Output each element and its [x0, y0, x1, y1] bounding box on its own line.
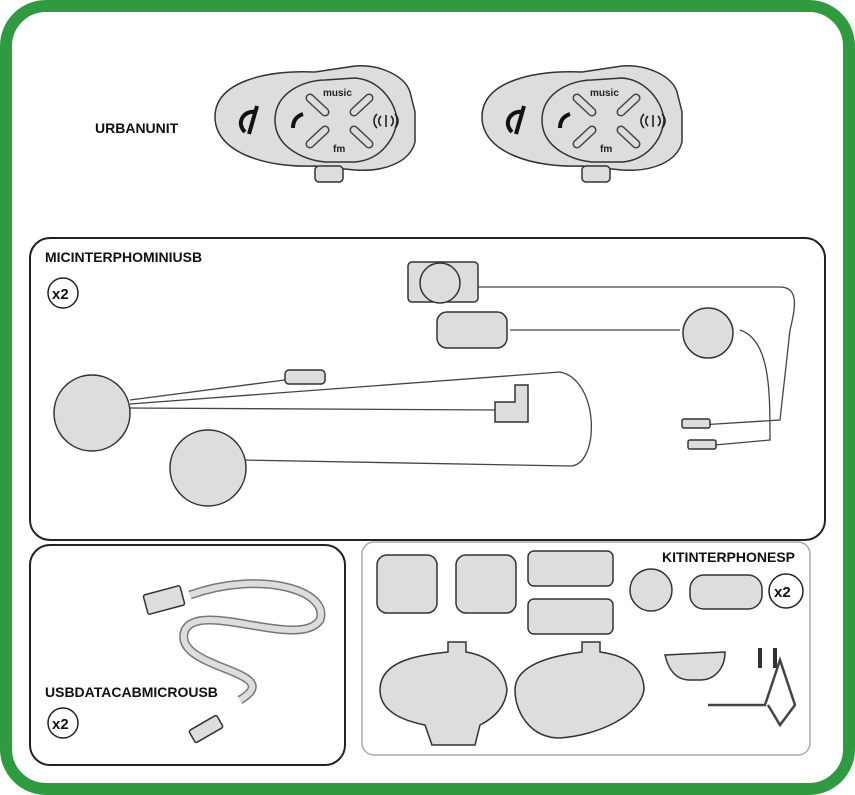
micinterphone-panel: MICINTERPHOMINIUSB x2 — [29, 237, 826, 541]
jack-plug-1 — [681, 418, 711, 429]
adhesive-strip — [527, 598, 614, 635]
clip — [664, 651, 726, 681]
fm-button-label: fm — [600, 144, 612, 155]
mounting-bracket-2 — [514, 641, 645, 739]
screws — [758, 648, 777, 668]
speaker-1 — [53, 374, 131, 452]
micro-usb-plug — [188, 714, 224, 744]
usbcable-label: USBDATACABMICROUSB — [45, 684, 218, 700]
urbanunit-device-1: music fm — [215, 66, 415, 182]
quantity-text: x2 — [774, 584, 791, 601]
connector-female — [284, 369, 326, 385]
quantity-badge — [47, 707, 79, 739]
urbanunit-device-2: music fm — [482, 66, 682, 182]
quantity-badge — [768, 573, 804, 609]
boom-mic — [436, 311, 508, 349]
jack-plug-2 — [687, 439, 717, 450]
kit-label: KITINTERPHONESP — [662, 549, 795, 565]
connector-angled — [494, 384, 529, 423]
usb-a-plug — [142, 585, 186, 615]
adhesive-strip — [527, 550, 614, 587]
allen-key — [708, 656, 797, 728]
quantity-text: x2 — [52, 716, 69, 733]
quantity-text: x2 — [52, 286, 69, 303]
adhesive-pad — [376, 554, 438, 614]
adhesive-pad — [455, 554, 517, 614]
micinterphone-label: MICINTERPHOMINIUSB — [45, 249, 202, 265]
adhesive-oval — [689, 574, 763, 610]
kit-panel: KITINTERPHONESP x2 — [361, 541, 811, 756]
music-button-label: music — [590, 88, 619, 99]
usbcable-panel: USBDATACABMICROUSB x2 — [29, 544, 346, 766]
music-button-label: music — [323, 88, 352, 99]
mic-round — [682, 307, 734, 359]
adhesive-round — [629, 568, 673, 612]
mounting-bracket-1 — [379, 641, 508, 746]
urbanunit-label: URBANUNIT — [95, 120, 179, 136]
speaker-2 — [169, 429, 247, 507]
quantity-badge — [47, 277, 79, 309]
fm-button-label: fm — [333, 144, 345, 155]
